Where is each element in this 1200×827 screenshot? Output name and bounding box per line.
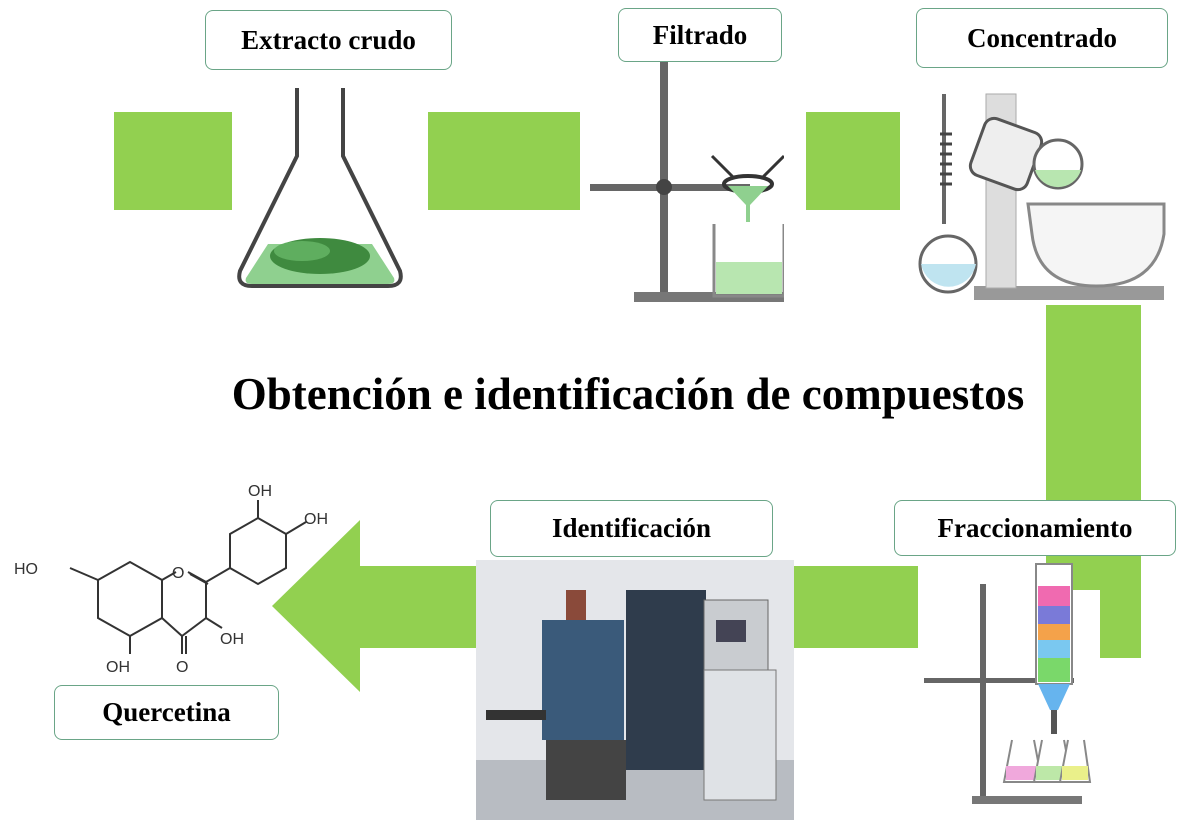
arrow-segment-3	[806, 112, 900, 210]
label-quercetina: Quercetina	[54, 685, 279, 740]
mass-spectrometer-photo	[476, 560, 794, 820]
keto-oxygen: O	[176, 659, 188, 676]
label-filtrado: Filtrado	[618, 8, 782, 62]
arrow-segment-1	[114, 112, 232, 210]
hydroxyl-label: OH	[106, 659, 130, 676]
arrow-head	[272, 520, 360, 692]
hydroxyl-label: OH	[248, 483, 272, 500]
hydroxyl-label: OH	[220, 631, 244, 648]
label-identificacion: Identificación	[490, 500, 773, 557]
hydroxyl-label: OH	[304, 511, 328, 528]
arrow-segment-vertical-lower	[1100, 580, 1141, 658]
label-concentrado: Concentrado	[916, 8, 1168, 68]
diagram-title: Obtención e identificación de compuestos	[231, 369, 1025, 419]
label-fraccionamiento: Fraccionamiento	[894, 500, 1176, 556]
arrow-segment-2	[428, 112, 580, 210]
column-chromatography-icon	[924, 563, 1092, 804]
erlenmeyer-flask-icon	[237, 88, 403, 288]
rotary-evaporator-icon	[918, 93, 1166, 300]
hydroxyl-label: HO	[14, 561, 38, 578]
filtration-stand-icon	[590, 60, 784, 302]
ring-oxygen: O	[172, 565, 184, 582]
label-extracto-crudo: Extracto crudo	[205, 10, 452, 70]
quercetin-structure: O OH OH HO OH OH O	[14, 483, 328, 676]
